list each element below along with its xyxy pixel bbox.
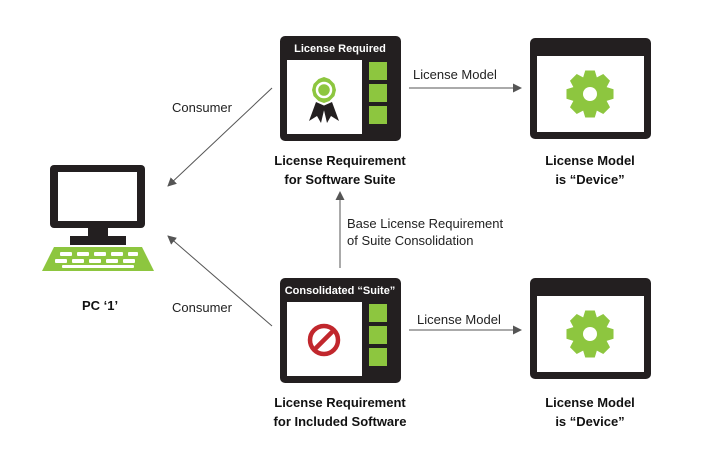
- consolidated-suite-title: Consolidated “Suite”: [285, 285, 396, 297]
- consolidated-suite-caption: License Requirement for Included Softwar…: [250, 393, 430, 431]
- license-model-label-top: License Model: [413, 67, 497, 82]
- license-required-window: License Required: [280, 36, 401, 141]
- consumer-label-bottom: Consumer: [172, 300, 232, 315]
- license-required-caption: License Requirement for Software Suite: [250, 151, 430, 189]
- model-top-caption-line1: License Model: [545, 153, 635, 168]
- model-bottom-caption-line2: is “Device”: [555, 414, 625, 429]
- consumer-arrow-bottom: [167, 235, 273, 327]
- license-model-label-bottom: License Model: [417, 312, 501, 327]
- model-window-bottom: [530, 278, 651, 379]
- computer-icon: [42, 165, 154, 271]
- license-required-caption-line2: for Software Suite: [284, 172, 396, 187]
- gear-hole: [583, 87, 597, 101]
- model-window-top: [530, 38, 651, 139]
- pc-label: PC ‘1’: [81, 298, 119, 313]
- model-top-caption: License Model is “Device”: [520, 151, 660, 189]
- keyboard-icon: [42, 247, 154, 271]
- license-required-caption-line1: License Requirement: [274, 153, 406, 168]
- gear-icon: [566, 310, 614, 358]
- base-requirement-line1: Base License Requirement: [347, 216, 504, 231]
- consumer-label-top: Consumer: [172, 100, 232, 115]
- license-required-title: License Required: [294, 43, 386, 55]
- model-top-caption-line2: is “Device”: [555, 172, 625, 187]
- prohibited-icon: [307, 323, 341, 357]
- consolidated-suite-window: Consolidated “Suite”: [280, 278, 401, 383]
- consolidated-suite-caption-line2: for Included Software: [273, 414, 407, 429]
- model-bottom-caption: License Model is “Device”: [520, 393, 660, 431]
- consumer-arrow-top: [167, 87, 273, 187]
- certificate-ribbon-icon: [309, 77, 339, 123]
- model-bottom-caption-line1: License Model: [545, 395, 635, 410]
- base-requirement-label: Base License Requirement of Suite Consol…: [347, 215, 503, 249]
- consolidated-suite-caption-line1: License Requirement: [274, 395, 406, 410]
- gear-icon: [566, 70, 614, 118]
- base-requirement-line2: of Suite Consolidation: [347, 233, 474, 248]
- gear-hole: [583, 327, 597, 341]
